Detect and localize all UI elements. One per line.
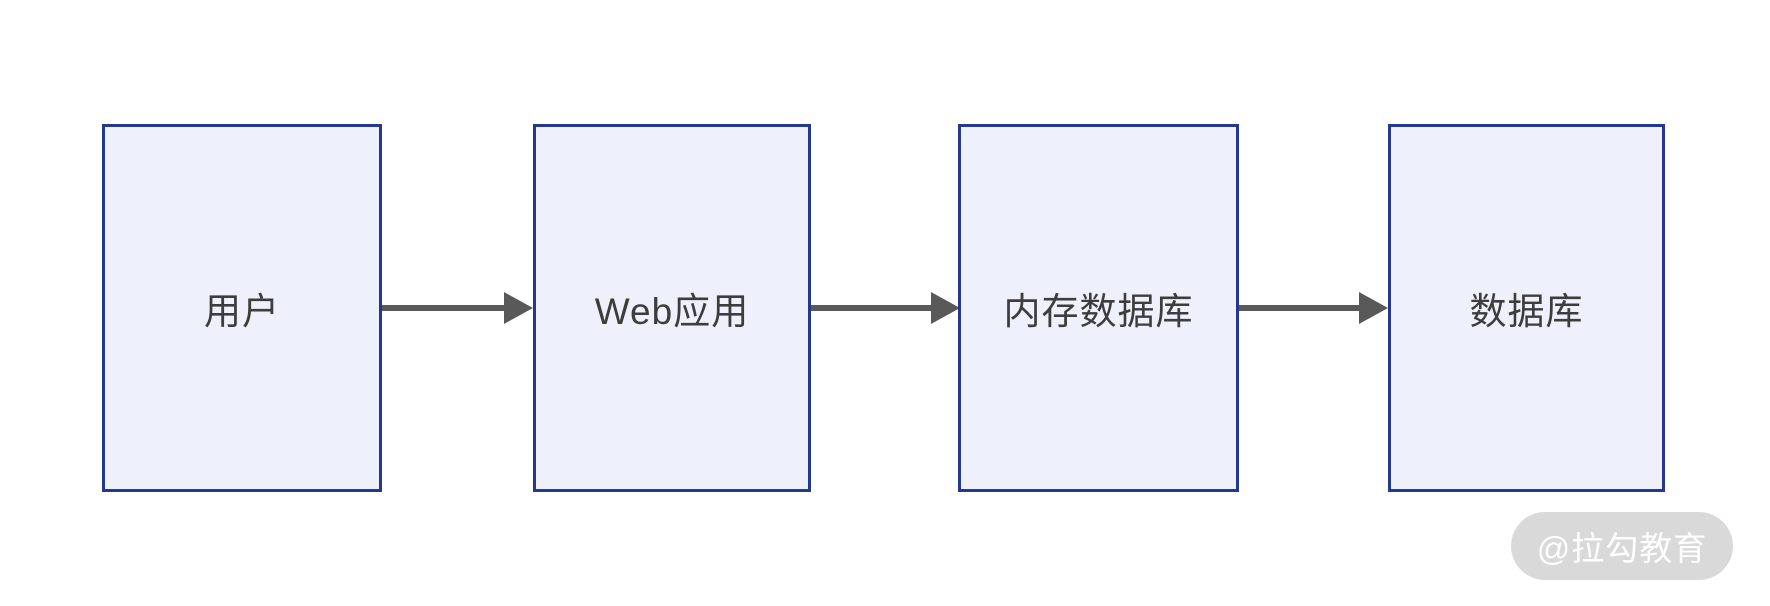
watermark-text: @拉勾教育 <box>1536 530 1708 567</box>
arrow-user-to-webapp <box>382 289 533 327</box>
arrow-right-icon <box>931 292 960 324</box>
arrow-webapp-to-memorydb <box>811 289 960 327</box>
arrow-shaft <box>1239 305 1359 311</box>
arrow-shaft <box>382 305 504 311</box>
node-user-label: 用户 <box>204 291 280 332</box>
watermark-badge: @拉勾教育 <box>1511 512 1733 580</box>
node-memory-db: 内存数据库 <box>958 124 1239 492</box>
arrow-right-icon <box>1359 292 1388 324</box>
arrow-shaft <box>811 305 931 311</box>
arrow-right-icon <box>504 292 533 324</box>
node-web-app: Web应用 <box>533 124 811 492</box>
node-web-app-label: Web应用 <box>594 291 750 332</box>
node-database: 数据库 <box>1388 124 1665 492</box>
node-database-label: 数据库 <box>1469 291 1584 332</box>
arrow-memorydb-to-database <box>1239 289 1388 327</box>
node-user: 用户 <box>102 124 382 492</box>
node-memory-db-label: 内存数据库 <box>1003 291 1194 332</box>
